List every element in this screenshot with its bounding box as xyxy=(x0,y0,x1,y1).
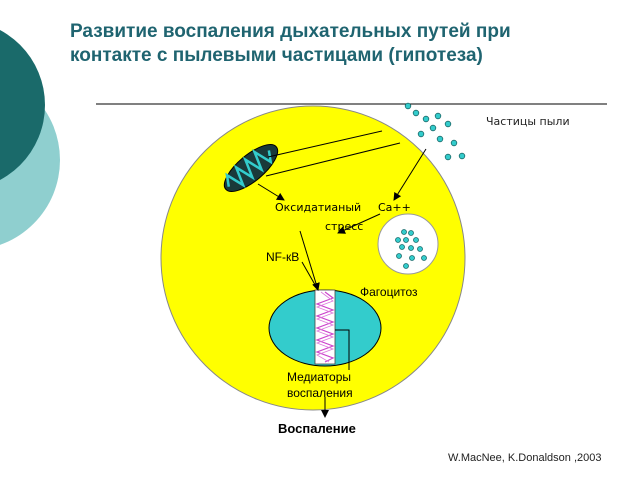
dna-helix-2 xyxy=(315,291,335,363)
title-line-2: контакте с пылевыми частицами (гипотеза) xyxy=(70,45,483,66)
phagosome-particles xyxy=(395,229,427,269)
page-title: Развитие воспаления дыхательных путей пр… xyxy=(70,20,630,68)
label-mediators-line-1: Медиаторы xyxy=(287,370,351,384)
decor-circle-dark xyxy=(0,30,45,180)
label-dust-particles: Частицы пыли xyxy=(486,115,570,128)
label-inflammation: Воспаление xyxy=(278,421,356,436)
citation: W.MacNee, K.Donaldson ,2003 xyxy=(448,452,602,464)
label-mediators-line-2: воспаления xyxy=(287,386,353,400)
mitochondrion xyxy=(223,144,279,192)
title-line-1: Развитие воспаления дыхательных путей пр… xyxy=(70,21,511,42)
label-calcium: Ca++ xyxy=(378,201,411,214)
label-phagocytosis: Фагоцитоз xyxy=(360,285,418,299)
arrows xyxy=(257,130,427,418)
label-oxidative: Оксидатианый xyxy=(275,201,362,214)
dust-particles xyxy=(404,102,466,161)
label-stress: стресс xyxy=(325,220,364,233)
label-nfkb: NF-кB xyxy=(266,250,300,264)
dna-helix xyxy=(315,291,335,363)
